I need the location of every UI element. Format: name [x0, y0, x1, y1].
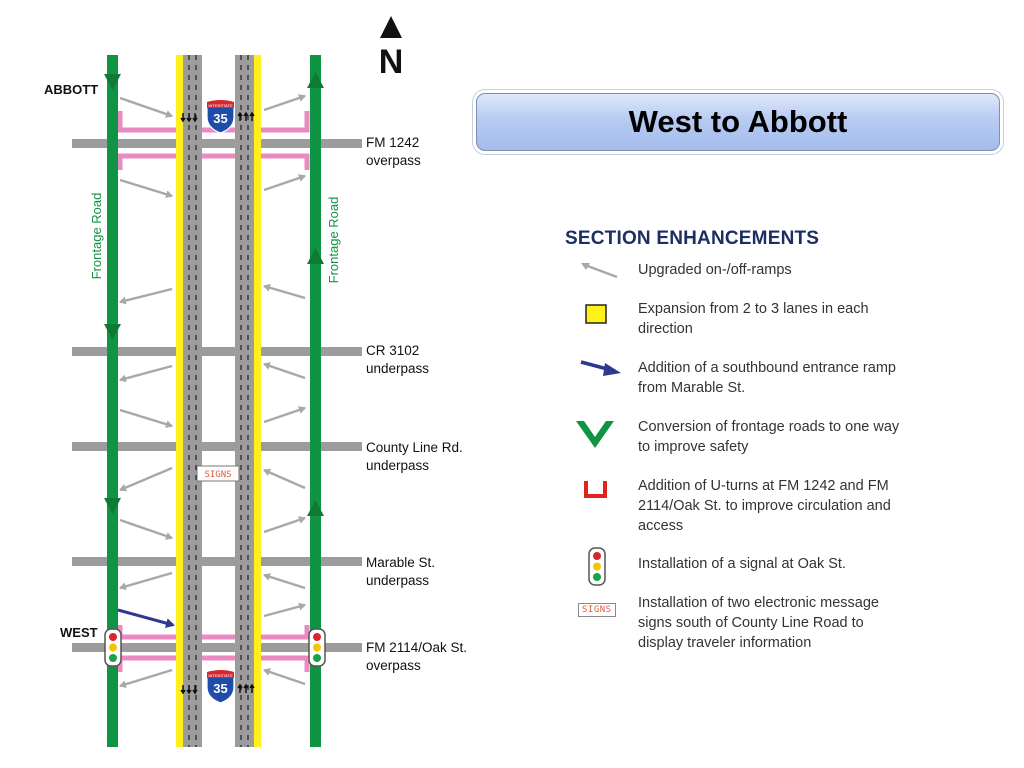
crossing-name: County Line Rd. — [366, 440, 463, 455]
legend-text: Addition of a southbound entrance ramp f… — [638, 360, 896, 396]
legend: SECTION ENHANCEMENTS Upgraded on-/off-ra… — [565, 228, 915, 651]
u-turn-icon — [584, 481, 607, 498]
svg-text:SIGNS: SIGNS — [204, 470, 231, 480]
legend-text: Installation of a signal at Oak St. — [638, 556, 846, 572]
ramp-arrow — [263, 174, 306, 192]
crossing-type: overpass — [366, 153, 421, 168]
ramp-arrow — [263, 668, 306, 686]
traffic-signal-icon — [588, 547, 606, 586]
green-chevron-icon — [576, 421, 614, 448]
ramp-arrow — [263, 468, 306, 490]
svg-text:35: 35 — [213, 681, 227, 696]
ramp-arrow — [263, 602, 306, 618]
crossing-name: CR 3102 — [366, 343, 419, 358]
ramp-arrow — [263, 362, 306, 380]
upgraded-ramps — [119, 94, 306, 689]
northbound-chevron-icon — [307, 72, 324, 88]
ramp-arrow — [119, 408, 173, 429]
southbound-chevron-icon — [104, 324, 121, 340]
svg-text:INTERSTATE: INTERSTATE — [208, 673, 233, 678]
legend-text: Installation of two electronic message s… — [638, 595, 879, 651]
traffic-signal-icon — [308, 628, 326, 667]
crossing-type: underpass — [366, 361, 429, 376]
u-turn-connectors — [117, 111, 310, 672]
marable-entrance-ramp — [117, 608, 175, 628]
southbound-chevron-icon — [104, 74, 121, 90]
ramp-arrow — [263, 516, 306, 534]
north-label: N — [379, 43, 404, 81]
ramp-arrow — [119, 668, 173, 689]
svg-text:INTERSTATE: INTERSTATE — [208, 103, 233, 108]
ramp-arrow — [119, 96, 173, 118]
legend-text: Conversion of frontage roads to one way … — [638, 419, 900, 455]
corridor-map: N — [44, 16, 467, 747]
crossing-type: underpass — [366, 458, 429, 473]
yellow-lane-square-icon — [585, 304, 607, 324]
section-title: West to Abbott — [628, 104, 848, 139]
ramp-arrow — [263, 94, 306, 112]
ramp-arrow — [119, 364, 173, 383]
signs-icon: SIGNS — [578, 599, 616, 617]
traffic-signal-icon — [104, 628, 122, 667]
frontage-road-label-west: Frontage Road — [89, 193, 104, 280]
crossing-type: overpass — [366, 658, 421, 673]
lane-arrows — [180, 111, 255, 695]
cross-street-marable — [72, 557, 362, 566]
town-label-abbott: ABBOTT — [44, 82, 98, 97]
u-turn-fm2114-south — [117, 655, 310, 672]
ramp-arrow-icon — [581, 263, 618, 279]
town-label-west: WEST — [60, 625, 98, 640]
crossing-name: FM 1242 — [366, 135, 419, 150]
legend-text: Addition of U-turns at FM 1242 and FM 21… — [638, 478, 891, 534]
ramp-arrow — [119, 178, 173, 199]
cross-street-fm2114 — [72, 643, 362, 652]
frontage-road-label-east: Frontage Road — [326, 197, 341, 284]
southbound-chevron-icon — [104, 498, 121, 514]
cross-street-fm1242 — [72, 139, 362, 148]
cross-streets — [72, 139, 362, 652]
crossing-name: Marable St. — [366, 555, 435, 570]
legend-text: Upgraded on-/off-ramps — [638, 262, 792, 278]
crossing-name: FM 2114/Oak St. — [366, 640, 467, 655]
cross-street-county-line — [72, 442, 362, 451]
frontage-road-east — [310, 55, 321, 747]
cross-street-cr3102 — [72, 347, 362, 356]
blue-arrow-icon — [580, 360, 621, 376]
legend-heading: SECTION ENHANCEMENTS — [565, 228, 820, 249]
svg-text:35: 35 — [213, 111, 227, 126]
ramp-arrow — [263, 573, 306, 590]
u-turn-fm1242-south — [117, 153, 310, 170]
interstate-shield-icon: INTERSTATE 35 — [206, 99, 235, 134]
frontage-road-west — [107, 55, 118, 747]
crossing-type: underpass — [366, 573, 429, 588]
section-title-banner: West to Abbott — [476, 93, 1000, 151]
north-arrow-icon: N — [379, 16, 404, 81]
ramp-arrow — [119, 466, 173, 492]
u-turn-fm2114-north — [117, 625, 310, 640]
frontage-direction-arrows — [104, 72, 324, 516]
ramp-arrow — [119, 287, 173, 305]
interstate-35-mainlanes — [176, 55, 261, 747]
message-sign-icon: SIGNS — [196, 465, 240, 482]
northbound-chevron-icon — [307, 500, 324, 516]
ramp-arrow — [119, 571, 173, 591]
ramp-arrow — [263, 406, 306, 424]
ramp-arrow — [119, 518, 173, 540]
ramp-arrow — [263, 283, 306, 300]
interstate-shield-icon: INTERSTATE 35 — [206, 669, 235, 704]
northbound-chevron-icon — [307, 248, 324, 264]
legend-text: Expansion from 2 to 3 lanes in each dire… — [638, 301, 869, 337]
